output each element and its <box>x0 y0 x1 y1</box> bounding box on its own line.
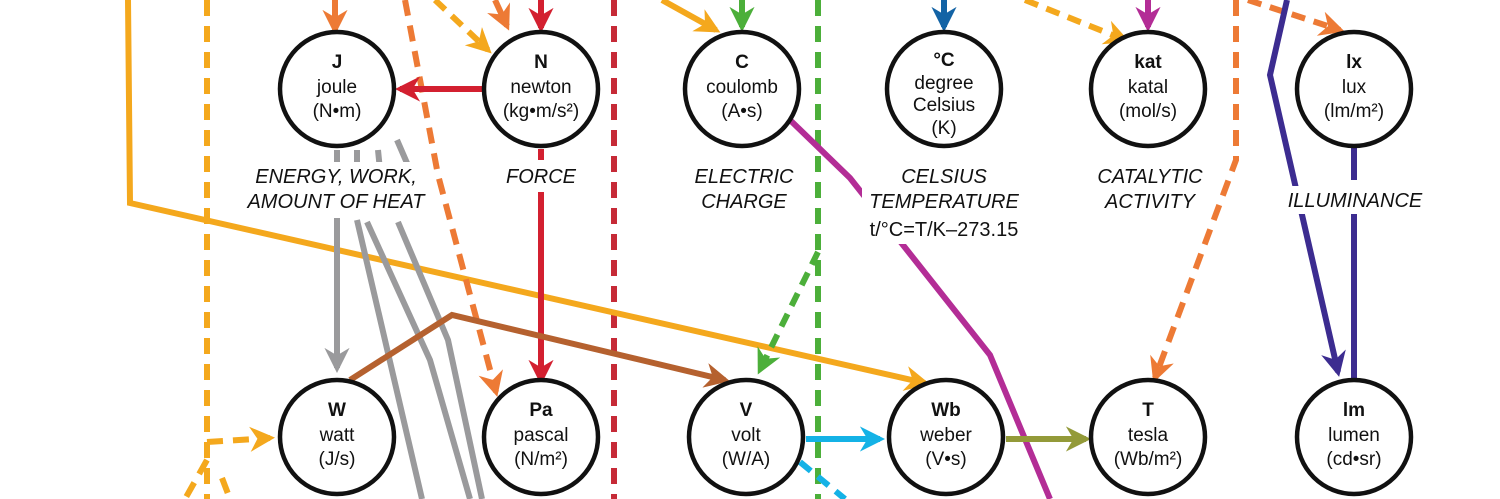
node-unit: (lm/m²) <box>1324 101 1384 122</box>
node-unit: (W/A) <box>722 449 771 470</box>
node-tesla: T tesla (Wb/m²) <box>1088 377 1208 497</box>
node-name: lumen <box>1328 425 1380 446</box>
node-name: newton <box>510 77 571 98</box>
node-unit: (Wb/m²) <box>1114 449 1183 470</box>
node-katal: kat katal (mol/s) <box>1088 29 1208 149</box>
node-watt: W watt (J/s) <box>277 377 397 497</box>
node-name: coulomb <box>706 77 778 98</box>
connector-orange-dashed-bottom2 <box>219 476 233 499</box>
node-symbol: kat <box>1134 52 1162 73</box>
caption-catalytic-line1: CATALYTIC <box>1097 166 1203 188</box>
node-symbol: W <box>328 400 346 421</box>
node-coulomb: C coulomb (A•s) <box>682 29 802 149</box>
caption-charge-line1: ELECTRIC <box>695 166 794 188</box>
caption-force: FORCE <box>506 166 577 188</box>
connector-orange-dashed-to-katal <box>1023 0 1130 45</box>
node-symbol: lm <box>1343 400 1365 421</box>
node-newton: N newton (kg•m/s²) <box>481 29 601 149</box>
node-symbol: lx <box>1346 52 1362 73</box>
node-symbol: Pa <box>529 400 553 421</box>
node-symbol: N <box>534 52 548 73</box>
node-pascal: Pa pascal (N/m²) <box>481 377 601 497</box>
caption-celsius-formula: t/°C=T/K–273.15 <box>870 219 1019 241</box>
node-lumen: lm lumen (cd•sr) <box>1294 377 1414 497</box>
node-name: tesla <box>1128 425 1169 446</box>
node-celsius: °C degree Celsius (K) <box>884 29 1004 149</box>
caption-celsius-line1: CELSIUS <box>901 166 987 188</box>
node-symbol: °C <box>933 50 955 71</box>
node-unit: (J/s) <box>319 449 356 470</box>
node-unit: (mol/s) <box>1119 101 1177 122</box>
node-name: joule <box>316 77 357 98</box>
node-symbol: T <box>1142 400 1154 421</box>
node-joule: J joule (N•m) <box>277 29 397 149</box>
caption-celsius-line2: TEMPERATURE <box>869 191 1019 213</box>
node-name-line2: Celsius <box>913 95 975 116</box>
node-name: weber <box>919 425 972 446</box>
connector-lightorange-dashed-to-lux <box>1247 0 1345 36</box>
node-unit: (V•s) <box>925 449 966 470</box>
connector-purple-to-lumen <box>1266 0 1346 377</box>
node-name: watt <box>319 425 356 446</box>
node-unit: (K) <box>931 118 956 139</box>
caption-energy-line1: ENERGY, WORK, <box>255 166 417 188</box>
unit-nodes: J joule (N•m) N newton (kg•m/s²) C coulo… <box>277 29 1414 497</box>
node-name: lux <box>1342 77 1367 98</box>
node-weber: Wb weber (V•s) <box>886 377 1006 497</box>
connector-orange-dashed-to-watt <box>206 426 276 452</box>
node-name: degree <box>914 73 973 94</box>
node-lux: lx lux (lm/m²) <box>1294 29 1414 149</box>
connector-brown-watt-to-volt <box>348 311 730 388</box>
quantity-captions: ENERGY, WORK, AMOUNT OF HEAT FORCE ELECT… <box>242 162 1428 244</box>
node-volt: V volt (W/A) <box>686 377 806 497</box>
node-unit: (A•s) <box>721 101 762 122</box>
connector-orange-dashed-to-newton <box>432 0 492 54</box>
node-unit: (kg•m/s²) <box>503 101 579 122</box>
connector-orange-to-weber <box>125 0 930 391</box>
node-unit: (cd•sr) <box>1326 449 1381 470</box>
caption-energy-line2: AMOUNT OF HEAT <box>246 191 426 213</box>
node-symbol: C <box>735 52 749 73</box>
node-unit: (N•m) <box>313 101 362 122</box>
node-name: katal <box>1128 77 1168 98</box>
connector-cyan-dashed-bottom <box>798 459 847 499</box>
connector-magenta-from-coulomb <box>787 117 1053 499</box>
connectors <box>125 0 1354 499</box>
connector-lightorange-to-newton <box>487 0 510 31</box>
node-symbol: V <box>740 400 753 421</box>
node-unit: (N/m²) <box>514 449 568 470</box>
caption-charge-line2: CHARGE <box>701 191 787 213</box>
connector-orange-to-coulomb <box>660 0 721 33</box>
caption-catalytic-line2: ACTIVITY <box>1104 191 1197 213</box>
node-name: pascal <box>514 425 569 446</box>
node-name: volt <box>731 425 761 446</box>
node-symbol: Wb <box>931 400 961 421</box>
caption-illuminance: ILLUMINANCE <box>1288 190 1423 212</box>
connector-lightorange-dashed-to-tesla <box>1150 0 1239 383</box>
connector-orange-dashed-bottom <box>182 458 210 499</box>
node-symbol: J <box>332 52 343 73</box>
